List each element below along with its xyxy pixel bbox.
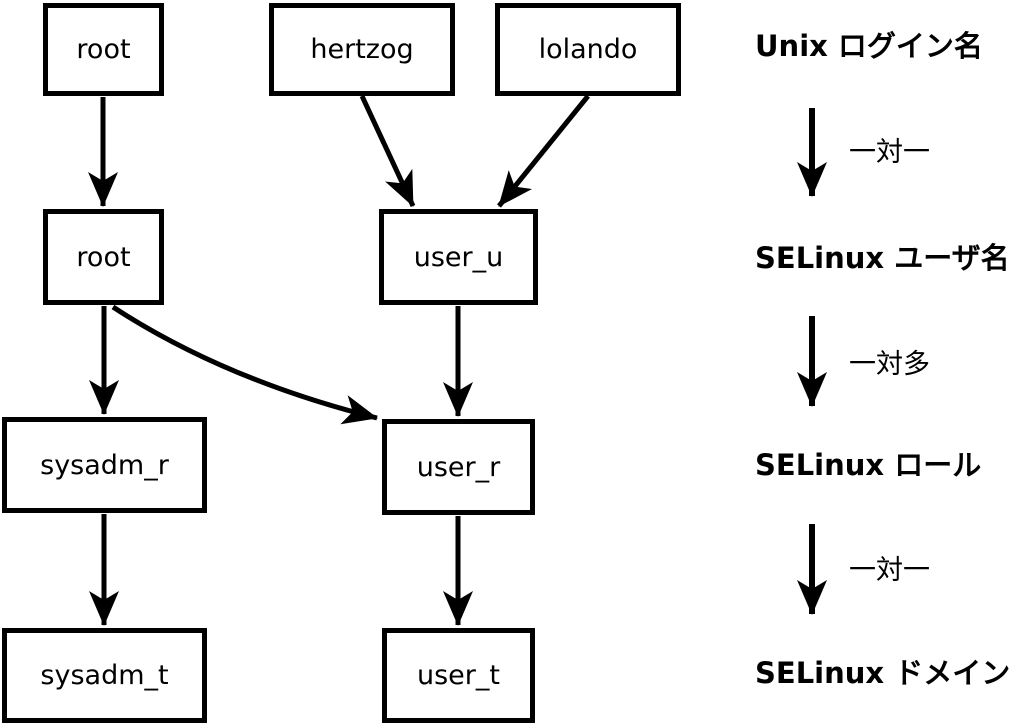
node-role-user-r-label: user_r xyxy=(416,451,501,483)
node-unix-root-label: root xyxy=(76,34,131,65)
node-domain-user-t-label: user_t xyxy=(417,660,500,691)
edge-selinuxroot-to-userr-arrow xyxy=(111,304,378,425)
edge-hertzog-to-useru-arrow xyxy=(359,94,416,208)
legend-rel-one-to-many: 一対多 xyxy=(849,349,930,380)
node-domain-sysadm-t-label: sysadm_t xyxy=(40,660,169,691)
legend-level-selinux-domain: SELinux ドメイン xyxy=(755,656,1010,690)
node-selinux-user-u-label: user_u xyxy=(413,241,504,273)
legend-rel-one-to-one-2: 一対一 xyxy=(849,555,930,586)
node-role-sysadm-r-label: sysadm_r xyxy=(40,449,169,481)
node-domain-sysadm-t: sysadm_t xyxy=(2,628,207,723)
legend-level-selinux-user: SELinux ユーザ名 xyxy=(755,241,1010,275)
node-unix-hertzog-label: hertzog xyxy=(310,34,414,65)
node-unix-hertzog: hertzog xyxy=(269,3,455,96)
node-unix-lolando: lolando xyxy=(495,3,681,96)
node-domain-user-t: user_t xyxy=(382,628,535,723)
node-unix-root: root xyxy=(43,3,164,96)
edge-lolando-to-useru-arrow xyxy=(497,94,590,208)
node-role-user-r: user_r xyxy=(382,419,535,515)
node-unix-lolando-label: lolando xyxy=(538,34,638,65)
legend-level-selinux-role: SELinux ロール xyxy=(755,448,982,482)
node-selinux-root: root xyxy=(43,209,164,305)
node-role-sysadm-r: sysadm_r xyxy=(2,417,207,513)
legend-level-unix-login: Unix ログイン名 xyxy=(755,29,983,63)
legend-rel-one-to-one-1: 一対一 xyxy=(849,137,930,168)
node-selinux-user-u: user_u xyxy=(379,209,538,305)
node-selinux-root-label: root xyxy=(76,241,131,273)
